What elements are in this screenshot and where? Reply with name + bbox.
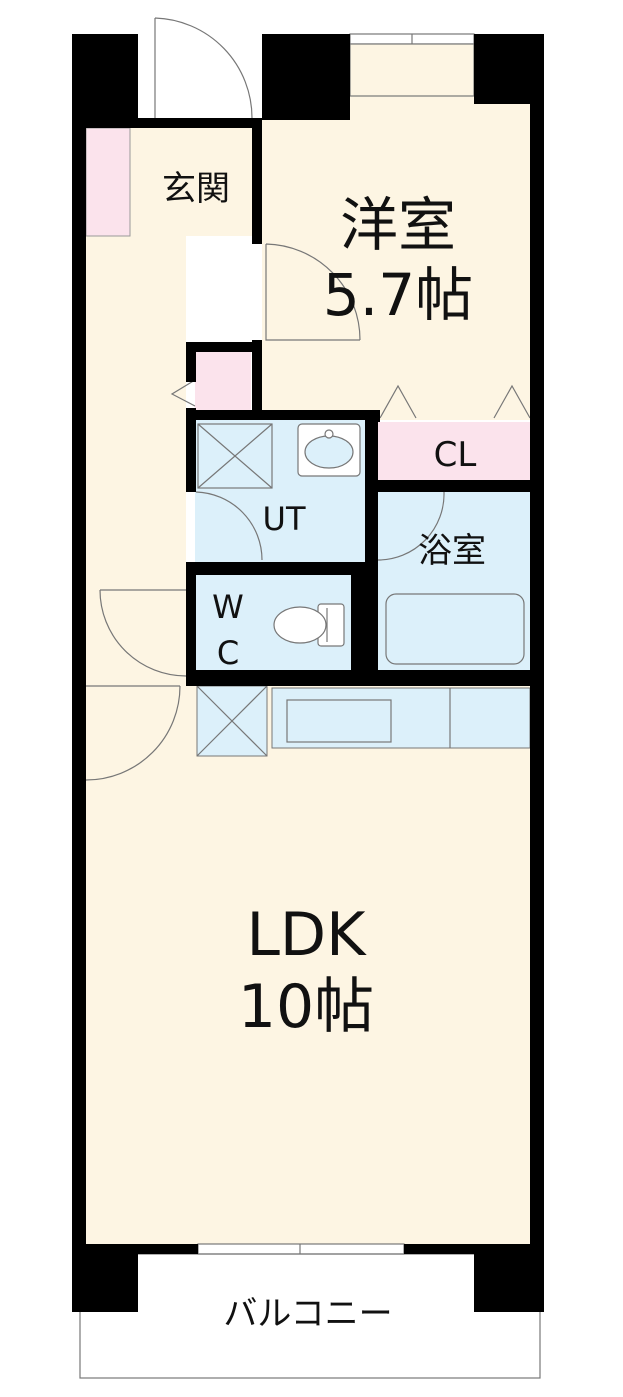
washbasin-faucet xyxy=(324,429,334,439)
washer-pan-cross xyxy=(197,423,273,489)
bathtub-icon xyxy=(385,593,525,665)
bath-door-swing xyxy=(377,491,445,561)
closet-door-swing xyxy=(379,384,531,419)
western-door-swing xyxy=(265,243,361,341)
sink-icon xyxy=(286,699,392,743)
wall-core-left-b xyxy=(186,562,196,590)
balcony-label: バルコニー xyxy=(223,1294,392,1334)
utility-label: UT xyxy=(263,500,306,538)
wall-entrance-right xyxy=(252,118,262,244)
wall-ut-bottom xyxy=(186,562,378,575)
wc-door-swing xyxy=(99,589,187,677)
wall-western-bottom xyxy=(366,410,380,422)
wall-closet-bottom xyxy=(378,480,530,492)
balcony-window xyxy=(197,1243,405,1255)
washbasin-bowl xyxy=(304,435,354,469)
wall-right xyxy=(530,34,544,1254)
entry-header xyxy=(138,118,262,128)
wall-storage-left xyxy=(186,342,196,382)
column-bottom-left xyxy=(72,1244,138,1312)
western-room-name: 洋室 xyxy=(340,191,456,259)
fixtures xyxy=(196,423,525,757)
ldk-name: LDK xyxy=(247,900,368,970)
wall-ldk-bottom xyxy=(86,1244,198,1254)
wall-western-left xyxy=(252,340,262,420)
column-top-mid xyxy=(262,34,350,120)
hall-storage xyxy=(195,352,251,410)
walls xyxy=(72,34,544,1312)
door-swings xyxy=(85,17,531,781)
column-top-right xyxy=(474,34,544,104)
ldk-door-swing xyxy=(85,685,181,781)
wall-core-left-a xyxy=(186,408,196,492)
western-sash xyxy=(349,43,475,97)
bath-label: 浴室 xyxy=(418,531,486,571)
windows xyxy=(79,33,541,1379)
column-bottom-right xyxy=(474,1244,544,1312)
balcony-rail xyxy=(79,1253,541,1379)
closet-floor xyxy=(378,422,530,480)
closet-label: CL xyxy=(434,435,477,475)
ldk-size: 10帖 xyxy=(238,972,374,1042)
utility-door-swing xyxy=(195,491,263,561)
wall-left xyxy=(72,34,86,1254)
fridge-cross xyxy=(196,685,268,757)
wall-wc-right xyxy=(351,562,365,676)
wall-ldk-bottom-right xyxy=(404,1244,530,1254)
wall-core-bottom xyxy=(186,670,544,686)
wc-label-c: C xyxy=(217,634,239,672)
wc-label-w: W xyxy=(212,588,244,626)
wall-storage-top xyxy=(186,342,262,352)
wall-wc-left xyxy=(186,590,196,686)
wall-ut-right xyxy=(365,420,378,676)
wall-core-top xyxy=(186,410,376,420)
toilet-bowl-icon xyxy=(273,606,327,644)
entrance-label: 玄関 xyxy=(162,169,230,209)
hall-storage-door xyxy=(170,379,196,407)
hallway-floor xyxy=(86,236,186,676)
western-room-size: 5.7帖 xyxy=(323,261,473,329)
column-top-left xyxy=(72,34,138,128)
room-labels: 玄関 洋室 5.7帖 CL UT 浴室 W C LDK 10帖 バルコニー xyxy=(162,169,486,1334)
ldk-floor xyxy=(86,676,530,1244)
entry-door-swing xyxy=(154,17,253,119)
shoe-cabinet xyxy=(85,127,131,237)
